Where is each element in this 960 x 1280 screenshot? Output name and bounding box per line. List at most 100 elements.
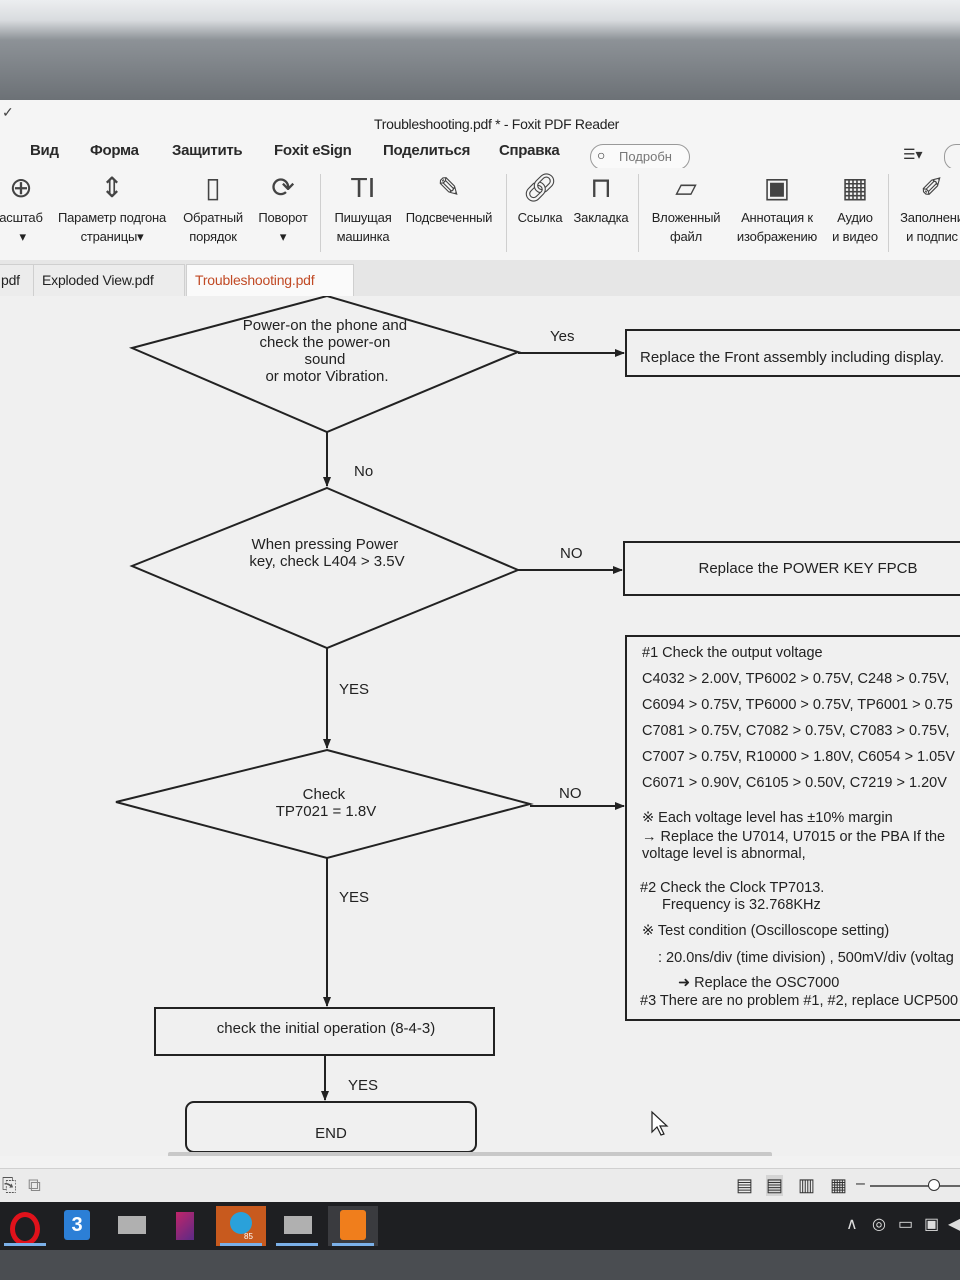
tool-label: Ссылка: [517, 210, 563, 225]
notes-line: C7081 > 0.75V, C7082 > 0.75V, C7083 > 0.…: [642, 723, 950, 739]
reverse-order-icon: ▯: [205, 172, 221, 203]
tab-troubleshooting[interactable]: Troubleshooting.pdf *✕: [186, 264, 354, 318]
menu-view[interactable]: Вид: [30, 142, 59, 159]
telegram-icon: [230, 1212, 252, 1234]
tell-me-search[interactable]: ○ Подробн: [590, 144, 690, 170]
fill-sign-icon: ✐: [920, 172, 944, 203]
monitor-bezel-bottom: [0, 1250, 960, 1280]
image-annotation-icon: ▣: [763, 172, 791, 203]
action-2-box: [623, 541, 960, 596]
notes-line: ➜ Replace the OSC7000: [678, 975, 839, 991]
tool-reverse-order[interactable]: ▯ Обратный порядок: [178, 168, 248, 246]
show-hidden-icons[interactable]: ∧: [846, 1216, 858, 1233]
tool-fill-sign[interactable]: ✐ Заполнени и подпис: [892, 168, 960, 246]
link-icon: 🔗︎: [522, 172, 558, 203]
tab-label: Exploded View.pdf: [42, 272, 154, 288]
jetbrains-icon: [176, 1212, 194, 1240]
menu-share[interactable]: Поделиться: [383, 142, 471, 159]
zoom-out-button[interactable]: –: [856, 1175, 865, 1192]
continuous-page-icon[interactable]: ▤: [766, 1175, 784, 1196]
tool-attach-file[interactable]: ▱ Вложенный файл: [644, 168, 728, 246]
taskbar-app-3[interactable]: 3: [52, 1206, 102, 1246]
check-icon[interactable]: ✓: [2, 104, 14, 120]
menu-help[interactable]: Справка: [499, 142, 560, 159]
fit-page-icon: ⇕: [100, 172, 124, 203]
notes-line: C7007 > 0.75V, R10000 > 1.80V, C6054 > 1…: [642, 749, 955, 765]
continuous-facing-icon[interactable]: ▦: [830, 1175, 848, 1195]
tool-rotate[interactable]: ⟳ Поворот ▾: [252, 168, 314, 246]
page-extract-icon[interactable]: ⎘: [2, 1175, 17, 1195]
monitor-bezel-top: [0, 0, 960, 100]
notes-line: voltage level is abnormal,: [642, 846, 806, 862]
battery-icon[interactable]: ▭: [898, 1216, 914, 1233]
menu-protect[interactable]: Защитить: [172, 142, 243, 159]
notes-line: #3 There are no problem #1, #2, replace …: [640, 993, 958, 1009]
title-bar: ✓ Troubleshooting.pdf * - Foxit PDF Read…: [0, 100, 960, 136]
ribbon-separator: [888, 174, 889, 252]
tool-zoom[interactable]: ⊕ асштаб ▾: [0, 168, 46, 246]
notes-line: Frequency is 32.768KHz: [662, 897, 821, 913]
zxsoft-icon: [118, 1216, 146, 1234]
label-d2-no: NO: [560, 545, 583, 562]
single-page-icon[interactable]: ▤: [736, 1175, 754, 1195]
decision-2-text: When pressing Power key, check L404 > 3.…: [249, 536, 404, 570]
zoom-slider-thumb[interactable]: [928, 1179, 940, 1191]
taskbar-foxit[interactable]: [328, 1206, 378, 1246]
find-options-icon[interactable]: ☰▾: [903, 146, 923, 162]
tool-audio-video[interactable]: ▦ Аудио и видео: [826, 168, 884, 246]
flowchart: Power-on the phone and check the power-o…: [115, 296, 960, 1153]
tool-label: Вложенный файл: [651, 210, 721, 244]
audio-video-icon: ▦: [841, 172, 869, 203]
tab-exploded-view[interactable]: Exploded View.pdf: [33, 264, 185, 297]
decision-3-text: Check TP7021 = 1.8V: [276, 786, 377, 820]
menu-form[interactable]: Форма: [90, 142, 139, 159]
foxit-window: ✓ Troubleshooting.pdf * - Foxit PDF Read…: [0, 100, 960, 1250]
page-copy-icon[interactable]: ⧉: [28, 1175, 41, 1195]
label-d1-no: No: [354, 463, 373, 480]
volume-icon[interactable]: ◀: [948, 1216, 960, 1233]
tool-label: асштаб ▾: [0, 210, 43, 244]
taskbar-jetbrains[interactable]: [162, 1206, 212, 1246]
horizontal-scrollbar[interactable]: [168, 1152, 772, 1156]
label-d3-no: NO: [559, 785, 582, 802]
action-1-text: Replace the Front assembly including dis…: [640, 349, 944, 366]
taskbar-telegram[interactable]: 85: [216, 1206, 266, 1246]
find-input[interactable]: [944, 144, 960, 170]
taskbar-zxsoft[interactable]: [106, 1206, 156, 1246]
notes-line: C6094 > 0.75V, TP6000 > 0.75V, TP6001 > …: [642, 697, 953, 713]
taskbar-opera[interactable]: [0, 1206, 50, 1246]
decision-1-text: Power-on the phone and check the power-o…: [243, 317, 411, 385]
taskbar-zxsoft-2[interactable]: [272, 1206, 322, 1246]
mouse-cursor-icon: [651, 1110, 669, 1136]
zoom-slider[interactable]: [870, 1185, 960, 1187]
foxit-icon: [340, 1210, 366, 1240]
opera-icon: [10, 1212, 40, 1246]
label-d2-yes: YES: [339, 681, 369, 698]
window-title: Troubleshooting.pdf * - Foxit PDF Reader: [374, 116, 620, 132]
facing-pages-icon[interactable]: ▥: [798, 1175, 816, 1195]
action-3-text: check the initial operation (8-4-3): [217, 1020, 435, 1037]
notes-line: → Replace the U7014, U7015 or the PBA If…: [642, 829, 945, 845]
search-placeholder: Подробн: [619, 149, 672, 164]
app-3-icon: 3: [64, 1210, 90, 1240]
tool-link[interactable]: 🔗︎ Ссылка: [512, 168, 568, 227]
tool-bookmark[interactable]: ⊓ Закладка: [570, 168, 632, 227]
tray-app-icon[interactable]: ◎: [872, 1216, 886, 1233]
tool-highlight[interactable]: ✎ Подсвеченный: [400, 168, 498, 227]
notes-box: [625, 635, 960, 1021]
menu-foxit-esign[interactable]: Foxit eSign: [274, 142, 352, 159]
highlight-icon: ✎: [437, 172, 461, 203]
tool-label: Закладка: [573, 210, 629, 225]
tool-label: Аннотация к изображению: [736, 210, 818, 244]
tool-fit-page[interactable]: ⇕ Параметр подгона страницы▾: [52, 168, 172, 246]
bookmark-icon: ⊓: [590, 172, 612, 203]
telegram-badge: 85: [244, 1232, 253, 1241]
tool-label: Аудио и видео: [832, 210, 878, 244]
label-a3-yes: YES: [348, 1077, 378, 1094]
tool-typewriter[interactable]: TI Пишущая машинка: [328, 168, 398, 246]
network-icon[interactable]: ▣: [924, 1216, 940, 1233]
notes-text: #1 Check the output voltage C4032 > 2.00…: [640, 645, 958, 1009]
menu-bar: Вид Форма Защитить Foxit eSign Поделитьс…: [0, 136, 960, 170]
lightbulb-icon: ○: [597, 147, 606, 163]
tool-image-annotation[interactable]: ▣ Аннотация к изображению: [730, 168, 824, 246]
